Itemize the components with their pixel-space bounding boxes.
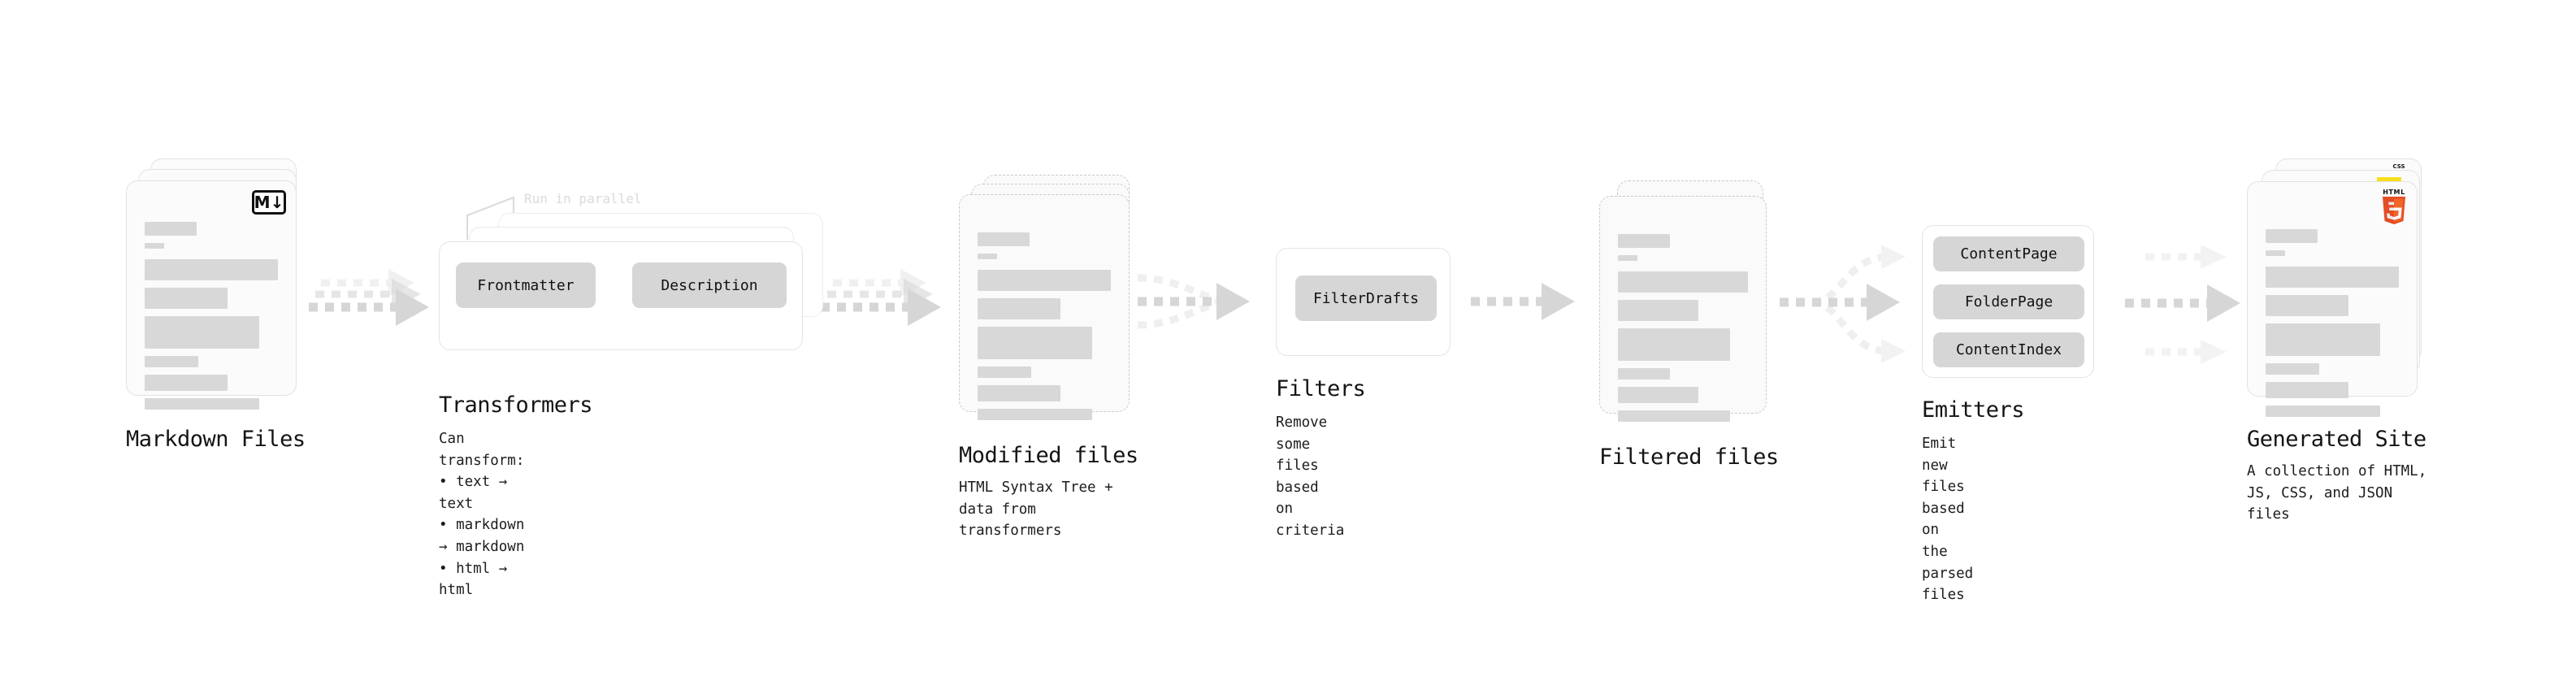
content-bar	[1618, 328, 1730, 361]
filters-group-front: FilterDrafts	[1276, 248, 1451, 356]
arrow-filtered-to-emitters	[1780, 245, 1906, 363]
stage-heading-transformers: Transformers	[439, 393, 593, 418]
arrow-emitters-to-site	[2125, 245, 2240, 364]
content-bar	[2266, 229, 2318, 243]
run-in-parallel-label: Run in parallel	[524, 191, 642, 206]
stage-heading-emitters: Emitters	[1922, 397, 2025, 423]
html5-badge-icon: HTML	[2381, 189, 2407, 224]
content-bar	[2266, 323, 2381, 356]
content-bar	[2266, 250, 2285, 256]
content-bar	[145, 398, 260, 410]
content-bar	[1618, 300, 1699, 321]
content-bar	[1618, 271, 1748, 293]
content-bar	[1618, 234, 1670, 248]
content-bar	[1618, 255, 1637, 261]
content-bar	[1618, 387, 1699, 403]
stage-description-generated-site: A collection of HTML, JS, CSS, and JSON …	[2247, 463, 2427, 523]
generated-card-front: HTML	[2247, 181, 2418, 417]
content-bar	[978, 409, 1093, 420]
stage-markdown-files: M↓ Markdown Files	[126, 158, 313, 452]
stage-filtered-files: Filtered files	[1599, 180, 1786, 470]
content-bar	[2266, 363, 2319, 375]
arrow-filters-to-filtered	[1471, 283, 1575, 320]
plugin-chip-contentpage[interactable]: ContentPage	[1933, 236, 2084, 271]
stage-description-transformers: Can transform: • text → text • markdown …	[439, 431, 525, 599]
content-bar	[1618, 410, 1730, 422]
run-in-parallel-brace	[466, 196, 515, 240]
markdown-card-content	[145, 222, 278, 417]
plugin-chip-contentindex[interactable]: ContentIndex	[1933, 332, 2084, 367]
plugin-chip-frontmatter[interactable]: Frontmatter	[456, 262, 596, 308]
stage-generated-site: CSS HTML	[2247, 158, 2442, 523]
content-bar	[145, 316, 260, 349]
arrow-markdown-to-transformers	[309, 269, 429, 326]
stage-heading-filtered-files: Filtered files	[1599, 445, 1779, 470]
html5-shield-icon	[2383, 197, 2405, 224]
content-bar	[145, 375, 228, 391]
arrow-transformers-to-modified	[821, 269, 941, 326]
filtered-card-content	[1618, 234, 1748, 429]
content-bar	[978, 385, 1060, 401]
content-bar	[2266, 295, 2348, 316]
markdown-badge-icon: M↓	[252, 190, 286, 215]
content-bar	[978, 270, 1111, 291]
arrow-modified-to-filters	[1137, 274, 1250, 329]
content-bar	[145, 243, 164, 249]
css-badge-label: CSS	[2392, 163, 2405, 170]
stage-heading-markdown-files: Markdown Files	[126, 427, 306, 452]
filtered-files-card-stack	[1599, 180, 1786, 440]
markdown-card-front: M↓	[126, 180, 297, 410]
stage-heading-filters: Filters	[1276, 376, 1366, 401]
modified-card-front	[959, 194, 1130, 420]
content-bar	[2266, 267, 2399, 288]
transformers-group-front: Frontmatter Description	[439, 241, 803, 350]
content-bar	[145, 222, 197, 236]
modified-card-content	[978, 232, 1111, 427]
stage-modified-files: Modified files HTML Syntax Tree + data f…	[959, 175, 1146, 539]
stage-description-emitters: Emit new files based on the parsed files	[1922, 436, 1974, 604]
content-bar	[978, 327, 1093, 359]
content-bar	[978, 254, 997, 259]
plugin-chip-filterdrafts[interactable]: FilterDrafts	[1295, 275, 1437, 321]
content-bar	[2266, 382, 2348, 398]
stage-description-modified-files: HTML Syntax Tree + data from transformer…	[959, 479, 1113, 540]
emitters-group-front: ContentPage FolderPage ContentIndex	[1922, 225, 2094, 378]
plugin-chip-folderpage[interactable]: FolderPage	[1933, 284, 2084, 319]
content-bar	[978, 367, 1031, 378]
html5-badge-label: HTML	[2383, 189, 2405, 196]
content-bar	[2266, 406, 2381, 417]
generated-card-content	[2266, 229, 2399, 424]
filtered-card-front	[1599, 196, 1767, 422]
stage-description-filters: Remove some files based on criteria	[1276, 414, 1345, 539]
stage-heading-modified-files: Modified files	[959, 443, 1138, 468]
markdown-files-card-stack: M↓	[126, 158, 313, 419]
content-bar	[145, 356, 198, 367]
content-bar	[978, 232, 1030, 246]
content-bar	[145, 259, 278, 280]
content-bar	[1618, 368, 1670, 380]
stage-heading-generated-site: Generated Site	[2247, 427, 2426, 452]
modified-files-card-stack	[959, 175, 1146, 435]
plugin-chip-description[interactable]: Description	[632, 262, 787, 308]
content-bar	[145, 288, 228, 309]
generated-site-card-stack: CSS HTML	[2247, 158, 2442, 419]
content-bar	[978, 298, 1060, 319]
